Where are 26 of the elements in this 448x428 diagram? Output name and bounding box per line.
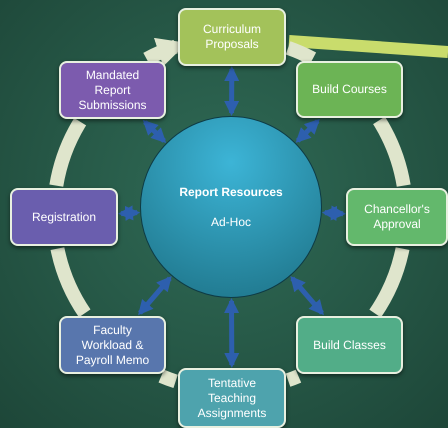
double-arrow: [142, 120, 166, 144]
process-box: [296, 61, 403, 118]
double-arrow: [322, 206, 346, 221]
double-arrow: [296, 118, 320, 143]
process-box: [178, 8, 286, 66]
box-label: Mandated Report Submissions: [77, 68, 148, 112]
process-box: [59, 316, 166, 374]
double-arrow: [224, 298, 240, 368]
process-box: [178, 368, 286, 428]
box-label: Build Courses: [312, 82, 387, 97]
box-label: Curriculum Proposals: [202, 22, 262, 52]
box-label: Registration: [32, 210, 96, 224]
process-box: [59, 61, 166, 119]
box-label: Build Classes: [313, 338, 386, 352]
process-box: [346, 188, 448, 246]
box-label: Faculty Workload & Payroll Memo: [74, 322, 150, 368]
double-arrow: [118, 205, 140, 221]
process-box: [10, 188, 118, 246]
double-arrow: [138, 276, 172, 316]
circle-item: Ad-Hoc: [210, 214, 251, 231]
double-arrow: [224, 66, 240, 116]
double-arrow: [290, 276, 324, 316]
box-label: Chancellor's Approval: [363, 202, 431, 232]
circle-heading: Report Resources: [179, 184, 283, 201]
process-box: [296, 316, 403, 374]
box-label: Tentative Teaching Assignments: [196, 376, 268, 420]
